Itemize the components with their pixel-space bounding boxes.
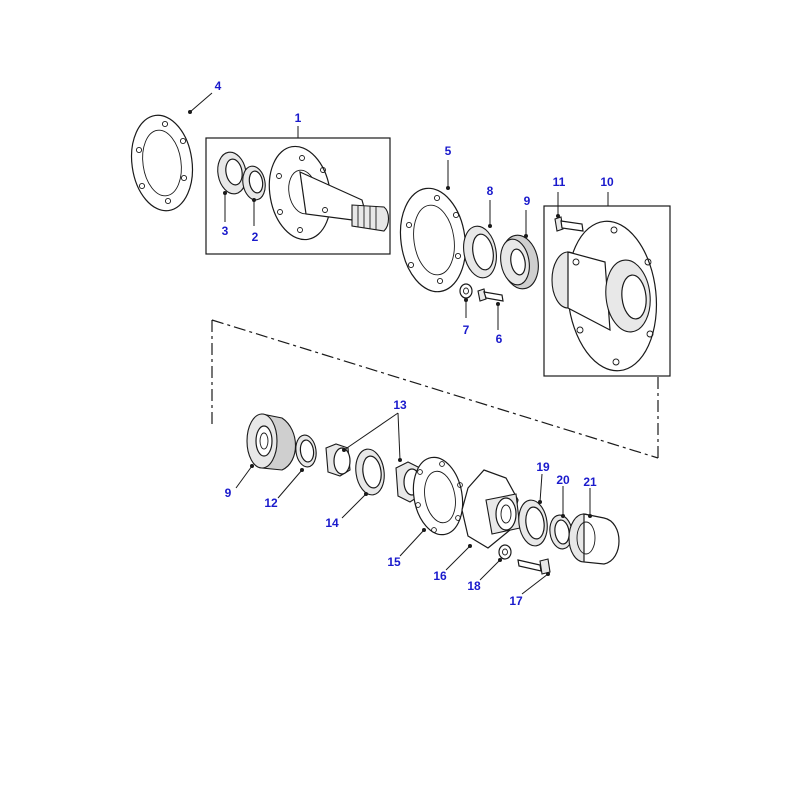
- part-5-gasket: [399, 187, 467, 293]
- callout-10: 10: [600, 175, 614, 189]
- callout-labels: 4 1 3 2 5 8 9 7 6 11 10 13 9 12 14 15 16…: [215, 79, 614, 608]
- callout-18: 18: [467, 579, 481, 593]
- part-10-frame: [543, 205, 671, 377]
- part-12-circlip: [295, 434, 317, 468]
- part-7-washer: [459, 283, 473, 299]
- callout-19: 19: [536, 460, 550, 474]
- callout-17: 17: [509, 594, 523, 608]
- callout-11: 11: [553, 175, 566, 189]
- part-6-bolt: [477, 288, 504, 302]
- part-4-gasket: [130, 114, 194, 212]
- callout-20: 20: [556, 473, 570, 487]
- callout-2: 2: [252, 230, 259, 244]
- part-9-bearing-lower: [246, 413, 296, 471]
- part-9-bearing-upper: [500, 234, 539, 290]
- callout-14: 14: [325, 516, 339, 530]
- assembly-path-line: [211, 319, 659, 459]
- callout-21: 21: [583, 475, 597, 489]
- part-14-lock-washer: [355, 448, 385, 496]
- part-8-seal: [463, 225, 497, 279]
- callout-8: 8: [487, 184, 494, 198]
- callout-4: 4: [215, 79, 222, 93]
- callout-16: 16: [433, 569, 447, 583]
- leader-lines: [188, 92, 609, 595]
- callout-15: 15: [387, 555, 401, 569]
- callout-9-lower: 9: [225, 486, 232, 500]
- part-19-seal: [518, 499, 548, 547]
- callout-7: 7: [463, 323, 470, 337]
- part-3-seal: [217, 151, 247, 195]
- callout-5: 5: [445, 144, 452, 158]
- part-15-gasket: [412, 456, 464, 536]
- part-18-washer: [498, 544, 512, 560]
- part-21-hub-cap: [568, 513, 620, 565]
- part-2-ring: [242, 165, 266, 201]
- part-11-stud: [554, 216, 584, 232]
- callout-3: 3: [222, 224, 229, 238]
- part-1-stub-axle: [268, 145, 390, 241]
- part-17-bolt: [517, 558, 551, 575]
- part-16-drive-flange: [461, 469, 521, 549]
- callout-12: 12: [264, 496, 278, 510]
- callout-9-upper: 9: [524, 194, 531, 208]
- callout-13: 13: [393, 398, 407, 412]
- callout-1: 1: [295, 111, 302, 125]
- callout-6: 6: [496, 332, 503, 346]
- part-10-hub: [551, 220, 658, 372]
